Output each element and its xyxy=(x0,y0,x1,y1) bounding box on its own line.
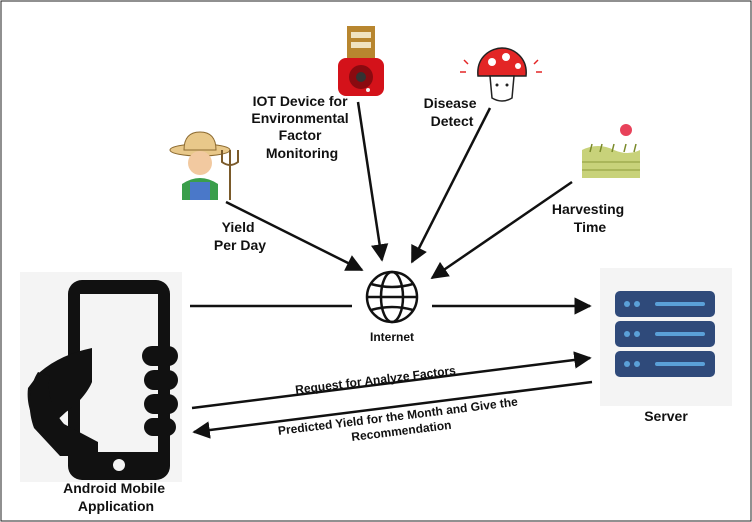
yield-label: Yield Per Day xyxy=(214,219,266,253)
edge-iot-to-internet xyxy=(356,101,389,262)
mobile-label: Android Mobile Application xyxy=(63,480,169,514)
edge-request-mobile-to-server xyxy=(191,351,592,410)
harvest-label: Harvesting Time xyxy=(552,201,628,235)
mushroom-icon xyxy=(460,47,542,102)
edge-yield-to-internet xyxy=(225,200,364,272)
edge-harvest-to-internet xyxy=(430,180,573,280)
iot-device-label: IOT Device for Environmental Factor Moni… xyxy=(251,93,352,161)
globe-icon xyxy=(365,270,419,324)
internet-label: Internet xyxy=(370,330,414,344)
farmer-icon xyxy=(169,131,239,200)
edge-disease-to-internet xyxy=(410,107,492,264)
edge-response-server-to-mobile xyxy=(192,380,593,439)
iot-sensor-icon xyxy=(338,26,384,96)
server-rack-icon xyxy=(600,268,732,406)
hand-phone-icon xyxy=(20,272,182,482)
field-sun-icon xyxy=(582,124,640,178)
server-label: Server xyxy=(644,408,688,424)
disease-label: Disease Detect xyxy=(424,95,481,129)
